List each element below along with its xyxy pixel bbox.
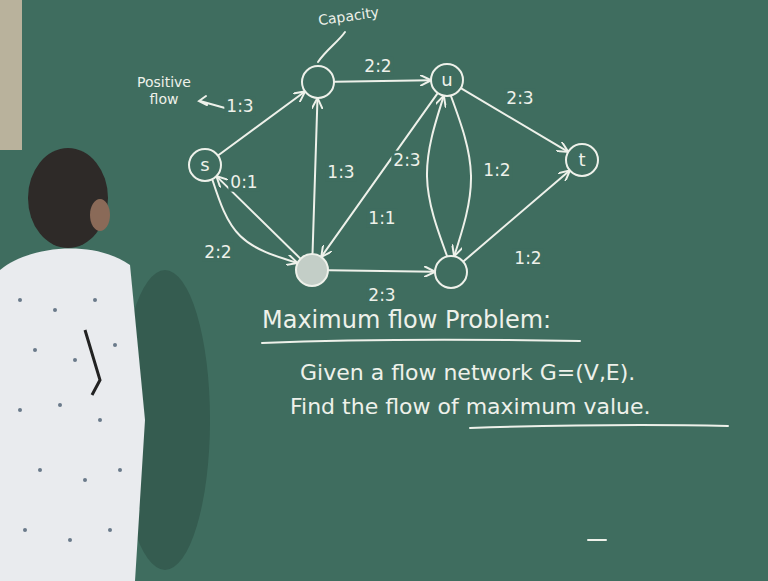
underline — [262, 340, 580, 343]
flow-edge — [313, 99, 318, 253]
flow-edge — [322, 94, 437, 256]
flow-capacity-label: 1:1 — [366, 209, 397, 228]
node-letter: u — [441, 71, 452, 89]
person-shirt — [0, 249, 145, 581]
flow-capacity-label: 2:2 — [362, 57, 393, 76]
flow-capacity-label: 1:2 — [512, 249, 543, 268]
leader-arrow — [199, 96, 225, 108]
person-ear — [90, 199, 110, 231]
flow-edge — [464, 171, 569, 261]
heading: Maximum flow Problem: — [262, 306, 551, 335]
flow-edge — [329, 270, 434, 272]
flow-edge — [462, 89, 568, 152]
flow-capacity-label: 2:3 — [504, 89, 535, 108]
node-letter: t — [578, 151, 585, 169]
node-letter: s — [200, 156, 209, 174]
flow-capacity-label: 1:3 — [325, 163, 356, 182]
flow-edge — [451, 96, 471, 255]
flow-note: Positive flow — [128, 74, 200, 108]
person-head — [28, 148, 108, 248]
sink-node: t — [565, 143, 599, 177]
statement-line: Find the flow of maximum value. — [290, 394, 651, 420]
flow-capacity-label: 1:3 — [224, 97, 255, 116]
leader-line — [318, 32, 345, 62]
vertex-node — [295, 253, 329, 287]
statement-line: Given a flow network G=(V,E). — [300, 360, 635, 386]
flow-capacity-label: 2:2 — [202, 243, 233, 262]
capacity-note: Capacity — [317, 4, 380, 29]
microphone-wire — [85, 330, 100, 395]
source-node: s — [188, 148, 222, 182]
flow-capacity-label: 0:1 — [228, 173, 259, 192]
wall-strip — [0, 0, 22, 150]
underline — [470, 425, 728, 428]
vertex-node — [301, 65, 335, 99]
flow-capacity-label: 2:3 — [366, 286, 397, 305]
vertex-node — [434, 255, 468, 289]
flow-edge — [427, 97, 447, 256]
flow-capacity-label: 2:3 — [391, 151, 422, 170]
chalk-dash — [588, 539, 606, 541]
shirt-dots — [18, 298, 122, 542]
flow-capacity-label: 1:2 — [481, 161, 512, 180]
vertex-node: u — [430, 63, 464, 97]
flow-edge — [219, 92, 305, 155]
flow-edge — [335, 80, 430, 81]
